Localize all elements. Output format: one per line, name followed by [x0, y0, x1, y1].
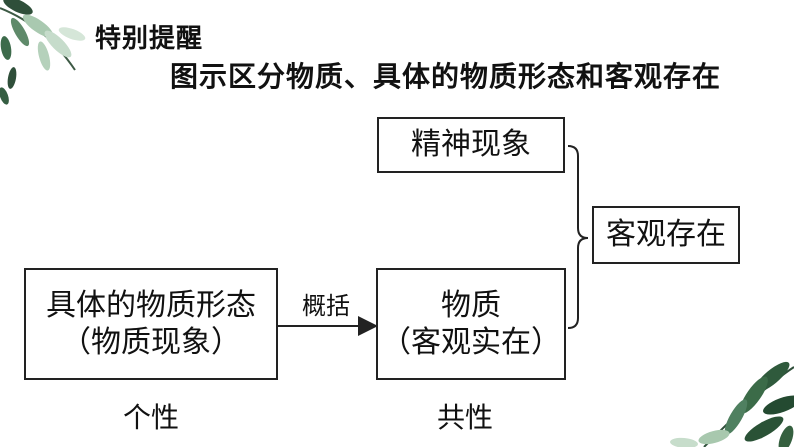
specific-material-forms-box: 具体的物质形态 （物质现象） [24, 268, 278, 380]
reminder-title: 特别提醒 [95, 24, 204, 54]
individuality-caption: 个性 [123, 401, 180, 434]
spirit-phenomenon-box: 精神现象 [377, 117, 565, 173]
matter-line2: （客观实在） [381, 325, 561, 360]
grouping-bracket [567, 145, 589, 329]
matter-line1: 物质 [441, 287, 501, 323]
diagram-subtitle: 图示区分物质、具体的物质形态和客观存在 [170, 60, 722, 93]
matter-box: 物质 （客观实在） [376, 268, 566, 380]
leaf-decoration-top-left-icon [0, 0, 86, 105]
specific-forms-line2: （物质现象） [61, 325, 241, 360]
spirit-phenomenon-label: 精神现象 [411, 127, 531, 163]
objective-existence-label: 客观存在 [606, 217, 726, 253]
commonality-caption: 共性 [437, 401, 494, 434]
generalize-label: 概括 [302, 292, 350, 320]
specific-forms-line1: 具体的物质形态 [46, 287, 256, 323]
leaf-decoration-bottom-right-icon [670, 361, 794, 447]
objective-existence-box: 客观存在 [592, 206, 740, 264]
